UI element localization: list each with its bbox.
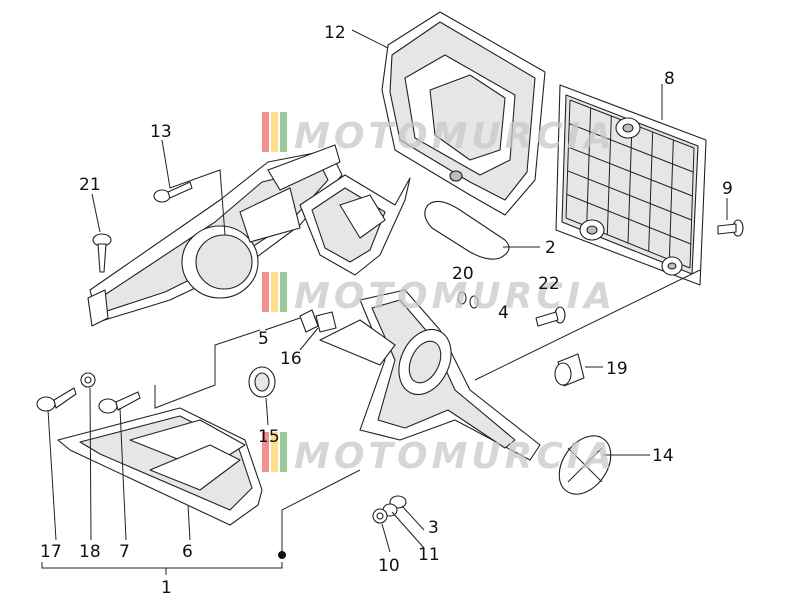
part-17-screw bbox=[36, 387, 77, 412]
part-13-screw bbox=[153, 181, 193, 203]
part-18-washer bbox=[80, 372, 96, 388]
part-upper-fender bbox=[87, 144, 343, 327]
callout-9: 9 bbox=[722, 179, 733, 199]
svg-text:MOTOMURCIA: MOTOMURCIA bbox=[294, 276, 616, 317]
callout-7: 7 bbox=[119, 542, 130, 562]
svg-text:MOTOMURCIA: MOTOMURCIA bbox=[294, 116, 616, 157]
callout-19: 19 bbox=[606, 359, 628, 379]
watermark-middle: MOTOMURCIA bbox=[262, 272, 616, 317]
callout-6: 6 bbox=[182, 542, 193, 562]
callout-13: 13 bbox=[150, 122, 172, 142]
part-14-round-reflector bbox=[558, 435, 612, 495]
callout-17: 17 bbox=[40, 542, 62, 562]
part-21-screw bbox=[92, 233, 112, 273]
callout-22: 22 bbox=[538, 274, 560, 294]
callout-15: 15 bbox=[258, 427, 280, 447]
callout-8: 8 bbox=[664, 69, 675, 89]
part-8-plate-holder bbox=[555, 84, 707, 286]
leader-lines bbox=[41, 29, 728, 575]
callout-11: 11 bbox=[418, 545, 440, 565]
part-12-light-housing bbox=[381, 11, 546, 216]
plate-grid-line bbox=[668, 139, 674, 260]
assembly-marker-dot bbox=[278, 551, 286, 559]
callout-21: 21 bbox=[79, 175, 101, 195]
plate-grid-line bbox=[565, 99, 571, 219]
callout-12: 12 bbox=[324, 23, 346, 43]
watermark-bottom: MOTOMURCIA bbox=[262, 432, 616, 477]
part-15-grommet bbox=[248, 366, 276, 398]
watermark-layer: MOTOMURCIA MOTOMURCIA MOTOMURCIA bbox=[262, 112, 616, 477]
plate-grid-line bbox=[627, 123, 633, 244]
plate-grid-line bbox=[586, 107, 592, 227]
watermark-top: MOTOMURCIA bbox=[262, 112, 616, 157]
part-19-spacer bbox=[554, 353, 585, 387]
callout-labels: 12 8 13 21 9 2 20 22 4 5 16 19 15 14 17 … bbox=[40, 23, 733, 598]
part-center-bracket bbox=[299, 174, 411, 276]
plate-grid-line bbox=[567, 170, 692, 221]
part-7-screw bbox=[98, 391, 141, 414]
callout-10: 10 bbox=[378, 556, 400, 576]
part-22-screw bbox=[535, 306, 566, 327]
svg-text:MOTOMURCIA: MOTOMURCIA bbox=[294, 436, 616, 477]
part-3-10-11-washers-nut bbox=[372, 495, 407, 524]
part-5-16-clip bbox=[299, 309, 337, 333]
part-9-screw bbox=[717, 219, 744, 237]
plate-grid-line bbox=[648, 131, 654, 252]
callout-3: 3 bbox=[428, 518, 439, 538]
callout-4: 4 bbox=[498, 303, 509, 323]
plate-grid-line bbox=[568, 146, 693, 197]
callout-20: 20 bbox=[452, 264, 474, 284]
plate-grid-line bbox=[689, 147, 695, 269]
plate-grid-line bbox=[569, 123, 694, 173]
callout-18: 18 bbox=[79, 542, 101, 562]
plate-grid bbox=[565, 99, 695, 269]
callout-16: 16 bbox=[280, 349, 302, 369]
part-support-arm bbox=[319, 289, 541, 461]
part-2-reflector bbox=[424, 200, 510, 260]
plate-grid-line bbox=[606, 115, 612, 235]
part-20-4-screws bbox=[457, 291, 479, 309]
plate-grid-line bbox=[566, 193, 691, 245]
callout-2: 2 bbox=[545, 238, 556, 258]
callout-14: 14 bbox=[652, 446, 674, 466]
callout-1: 1 bbox=[161, 578, 172, 598]
callout-5: 5 bbox=[258, 329, 269, 349]
part-6-mud-flap bbox=[57, 407, 263, 526]
